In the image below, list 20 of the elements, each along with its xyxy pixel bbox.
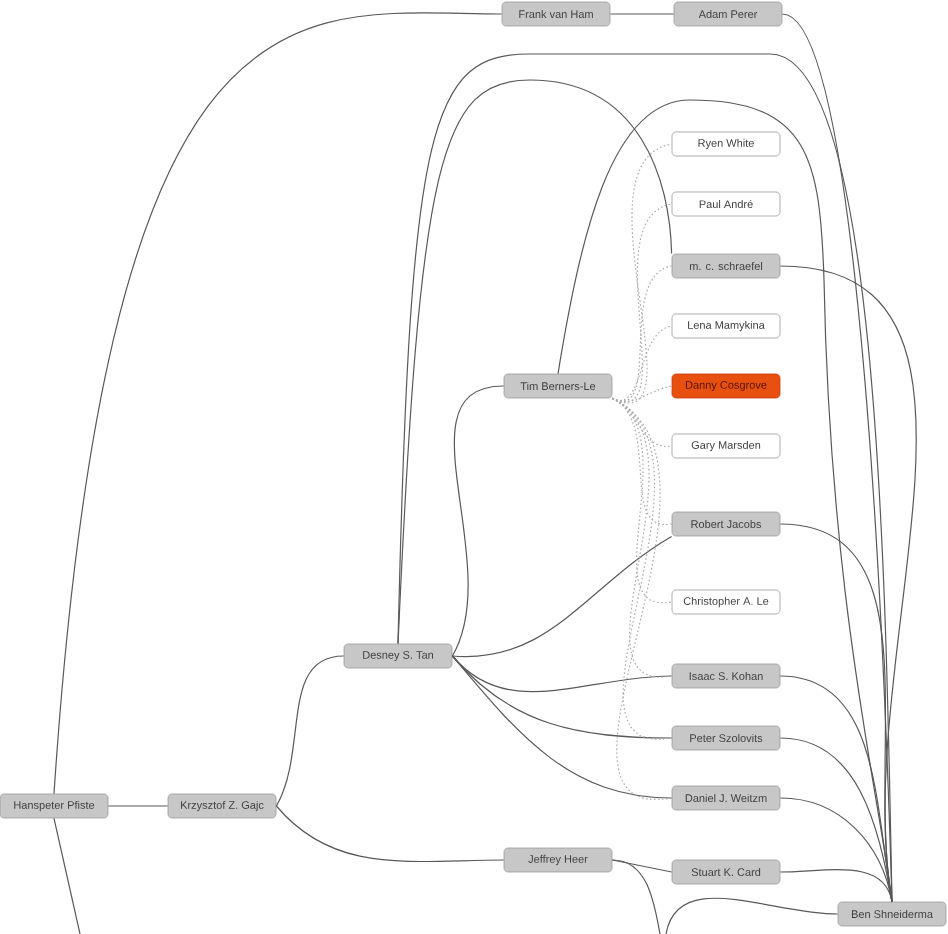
dotted-connector <box>611 325 673 401</box>
connector <box>609 13 675 15</box>
connector <box>611 859 673 873</box>
connector <box>53 817 81 934</box>
dotted-connector <box>611 385 673 402</box>
connector <box>779 797 893 903</box>
connector <box>451 655 673 739</box>
connector <box>451 385 505 657</box>
connector <box>53 12 503 795</box>
connector <box>451 535 673 657</box>
connector <box>451 655 673 799</box>
connector <box>779 869 893 903</box>
connector <box>397 53 893 903</box>
connector <box>275 655 345 807</box>
connector <box>397 79 673 645</box>
connector <box>611 859 661 934</box>
connector <box>107 805 169 807</box>
connector <box>557 99 893 903</box>
connector <box>275 805 505 863</box>
connector <box>665 897 839 934</box>
